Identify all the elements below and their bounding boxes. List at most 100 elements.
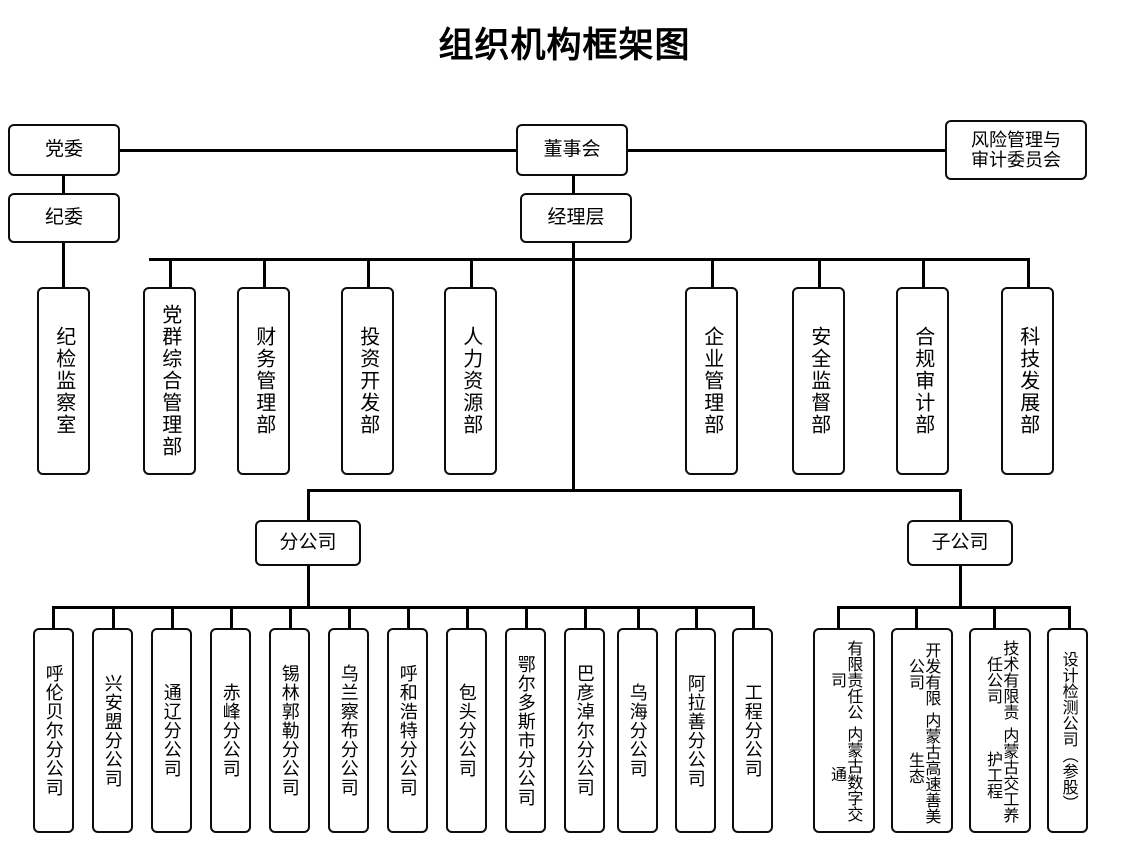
connector-drop-subsidiary-2 [915,606,918,628]
node-group-subsidiaries-label: 子公司 [931,532,989,554]
node-branch-label: 锡林郭勒分公司 [279,664,300,797]
node-subsidiary-label-col-left: 内蒙古数字交通 [828,726,862,823]
connector-drop-branch-1 [52,606,55,628]
node-branch-tongliao[interactable]: 通辽分公司 [151,628,192,833]
connector-group-bus [307,489,962,492]
node-department-safety-supervision[interactable]: 安全监督部 [792,287,845,475]
node-party-committee[interactable]: 党委 [8,124,120,176]
connector-drop-dept-8 [1027,258,1030,288]
node-risk-audit-committee[interactable]: 风险管理与 审计委员会 [945,120,1087,180]
node-branch-label: 乌兰察布分公司 [338,664,359,797]
node-department-financial-management[interactable]: 财务管理部 [237,287,290,475]
node-management-layer[interactable]: 经理层 [520,193,632,243]
node-risk-audit-committee-label-line2: 审计委员会 [971,150,1061,170]
node-branch-label: 呼伦贝尔分公司 [43,664,64,797]
connector-party-to-discipline [62,176,65,197]
connector-drop-dept-3 [367,258,370,288]
node-subsidiary-digital-transport[interactable]: 有限责任公司 内蒙古数字交通 [813,628,875,833]
node-branch-label: 工程分公司 [742,683,763,778]
node-subsidiary-label-col-left: 设计检测公司（参股） [1059,650,1077,811]
connector-drop-dept-4 [470,258,473,288]
node-group-subsidiaries[interactable]: 子公司 [907,520,1013,566]
node-branch-hohhot[interactable]: 呼和浩特分公司 [387,628,428,833]
node-subsidiary-design-inspection[interactable]: 设计检测公司（参股） [1047,628,1088,833]
node-department-science-technology-development[interactable]: 科技发展部 [1001,287,1054,475]
node-subsidiary-label-col-right: 技术有限责任公司 [984,640,1018,721]
node-branch-wuhai[interactable]: 乌海分公司 [617,628,658,833]
node-department-label: 投资开发部 [356,326,379,436]
connector-branch-bus [52,606,754,609]
node-subsidiary-label-col-right: 开发有限公司 [906,641,940,706]
node-department-human-resources[interactable]: 人力资源部 [444,287,497,475]
connector-drop-dept-2 [263,258,266,288]
node-discipline-committee-label: 纪委 [44,207,83,229]
page-title: 组织机构框架图 [438,26,691,65]
connector-board-to-management [572,176,575,197]
node-board-of-directors-label: 董事会 [543,139,601,161]
node-branch-baotou[interactable]: 包头分公司 [446,628,487,833]
node-board-of-directors[interactable]: 董事会 [516,124,628,176]
node-department-label: 合规审计部 [911,326,934,436]
connector-drop-dept-5 [711,258,714,288]
node-branch-label: 赤峰分公司 [220,683,241,778]
connector-drop-subsidiary-3 [993,606,996,628]
connector-drop-branch-3 [171,606,174,628]
node-department-discipline-inspection-office[interactable]: 纪检监察室 [37,287,90,475]
connector-drop-branch-7 [407,606,410,628]
node-branch-label: 鄂尔多斯市分公司 [515,654,536,807]
connector-subsidiary-bus [837,606,1070,609]
connector-drop-branch-10 [584,606,587,628]
connector-drop-branches [307,489,310,520]
node-discipline-committee[interactable]: 纪委 [8,193,120,243]
node-department-label: 纪检监察室 [52,326,75,436]
connector-drop-branch-11 [637,606,640,628]
connector-management-spine [572,258,575,491]
node-department-label: 科技发展部 [1016,326,1039,436]
node-department-label: 企业管理部 [700,326,723,436]
node-branch-hulunbuir[interactable]: 呼伦贝尔分公司 [33,628,74,833]
connector-discipline-to-office [62,243,65,287]
node-management-layer-label: 经理层 [547,207,605,229]
node-branch-label: 包头分公司 [456,683,477,778]
node-branch-label: 巴彦淖尔分公司 [574,664,595,797]
node-department-party-mass-general-management[interactable]: 党群综合管理部 [143,287,196,475]
node-department-enterprise-management[interactable]: 企业管理部 [685,287,738,475]
node-branch-xinganmeng[interactable]: 兴安盟分公司 [92,628,133,833]
node-party-committee-label: 党委 [44,139,83,161]
node-branch-wulanchabu[interactable]: 乌兰察布分公司 [328,628,369,833]
node-branch-label: 通辽分公司 [161,683,182,778]
connector-drop-subsidiaries [959,489,962,520]
node-branch-label: 呼和浩特分公司 [397,664,418,797]
connector-drop-branch-6 [348,606,351,628]
connector-drop-subsidiary-4 [1068,606,1071,628]
node-group-branches[interactable]: 分公司 [255,520,361,566]
node-branch-label: 兴安盟分公司 [102,673,123,788]
connector-drop-dept-6 [818,258,821,288]
node-subsidiary-shanmei-ecology[interactable]: 开发有限公司 内蒙古高速善美生态 [891,628,953,833]
node-department-compliance-audit[interactable]: 合规审计部 [896,287,949,475]
connector-drop-branch-9 [525,606,528,628]
node-subsidiary-maintenance-engineering[interactable]: 技术有限责任公司 内蒙古交工养护工程 [969,628,1031,833]
connector-drop-dept-7 [922,258,925,288]
connector-drop-branch-4 [230,606,233,628]
node-department-investment-development[interactable]: 投资开发部 [341,287,394,475]
connector-drop-branch-13 [752,606,755,628]
connector-drop-subsidiary-1 [837,606,840,628]
node-subsidiary-label-col-left: 内蒙古交工养护工程 [984,726,1018,823]
node-subsidiary-label-col-left: 内蒙古高速善美生态 [906,712,940,825]
node-department-label: 人力资源部 [459,326,482,436]
node-branch-bayannur[interactable]: 巴彦淖尔分公司 [564,628,605,833]
node-department-label: 安全监督部 [807,326,830,436]
node-branch-xilinguole[interactable]: 锡林郭勒分公司 [269,628,310,833]
node-branch-engineering[interactable]: 工程分公司 [732,628,773,833]
node-branch-label: 乌海分公司 [627,683,648,778]
node-branch-alashan[interactable]: 阿拉善分公司 [675,628,716,833]
connector-branches-stem [307,566,310,608]
connector-subsidiaries-stem [959,566,962,608]
node-branch-label: 阿拉善分公司 [685,673,706,788]
node-branch-chifeng[interactable]: 赤峰分公司 [210,628,251,833]
connector-management-stem [572,243,575,261]
node-department-label: 财务管理部 [252,326,275,436]
node-branch-ordos[interactable]: 鄂尔多斯市分公司 [505,628,546,833]
